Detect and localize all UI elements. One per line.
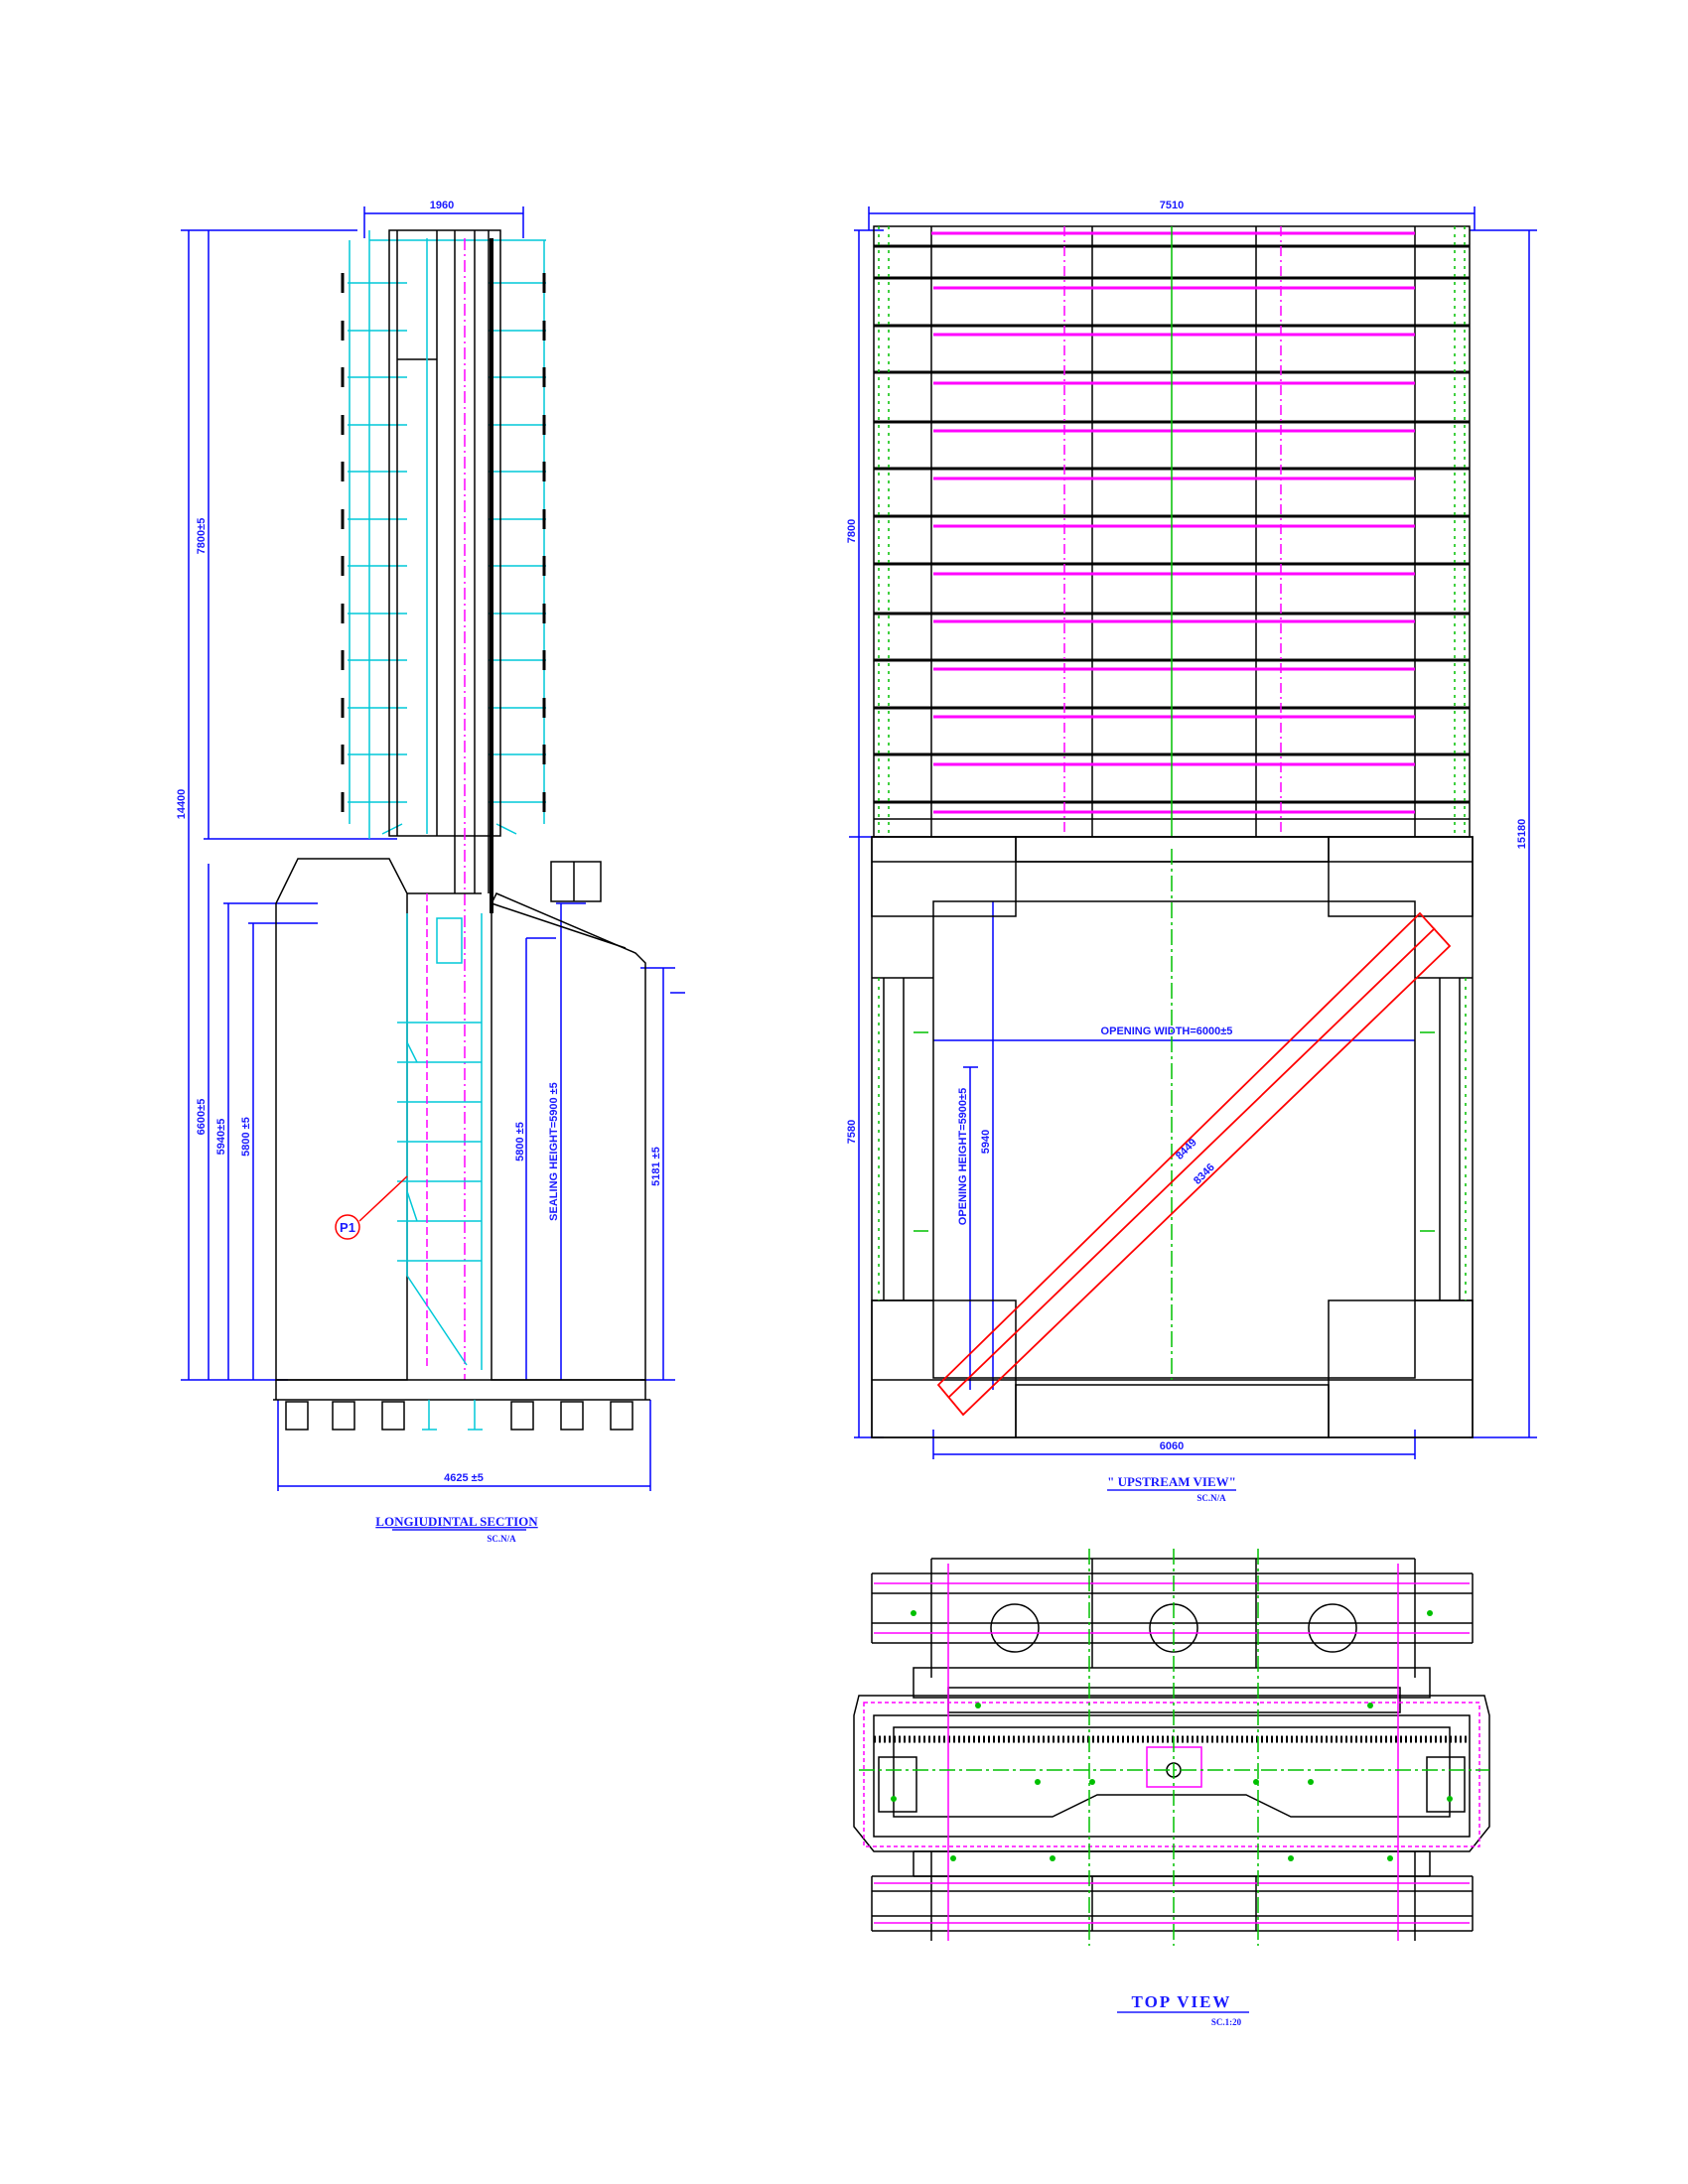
top-view-title: TOP VIEW	[1132, 1992, 1232, 2011]
upstream-title: " UPSTREAM VIEW"	[1107, 1474, 1236, 1489]
top-view-scale: SC.1:20	[1211, 2017, 1242, 2027]
dim-5181: 5181 ±5	[650, 1147, 662, 1186]
dim-5800-right: 5800 ±5	[514, 1122, 526, 1161]
dim-total-height: 14400	[176, 789, 188, 820]
dim-5800-left: 5800 ±5	[240, 1117, 252, 1157]
longitudinal-title: LONGIUDINTAL SECTION	[375, 1514, 538, 1529]
upstream-scale: SC.N/A	[1196, 1493, 1226, 1503]
dim-sealing-height: SEALING HEIGHT=5900 ±5	[548, 1082, 560, 1221]
upstream-view: 7510 7800 7580 15180 OPENING WIDTH=6000±…	[846, 200, 1537, 1503]
dim-base-width: 4625 ±5	[444, 1472, 484, 1484]
longitudinal-section: P1 1960 14400 7800±5 6600±5 5940±5 5800 …	[176, 200, 685, 1544]
dim-upper-height-upstream: 7800	[846, 519, 858, 543]
dim-total-height-upstream: 15180	[1516, 819, 1528, 850]
dim-bottom-width-upstream: 6060	[1160, 1440, 1184, 1452]
dim-5940-upstream: 5940	[980, 1130, 992, 1154]
top-view: TOP VIEW SC.1:20	[853, 1549, 1490, 2027]
dim-upper-height: 7800±5	[196, 518, 208, 555]
dim-6600: 6600±5	[196, 1099, 208, 1136]
opening-height: OPENING HEIGHT=5900±5	[957, 1088, 969, 1225]
dim-5940: 5940±5	[215, 1119, 227, 1156]
opening-width: OPENING WIDTH=6000±5	[1101, 1025, 1233, 1037]
dim-lower-height-upstream: 7580	[846, 1120, 858, 1144]
callout-p1: P1	[340, 1220, 355, 1235]
longitudinal-scale: SC.N/A	[487, 1534, 516, 1544]
dim-top-width: 1960	[430, 200, 454, 211]
dim-top-width-upstream: 7510	[1160, 200, 1184, 211]
